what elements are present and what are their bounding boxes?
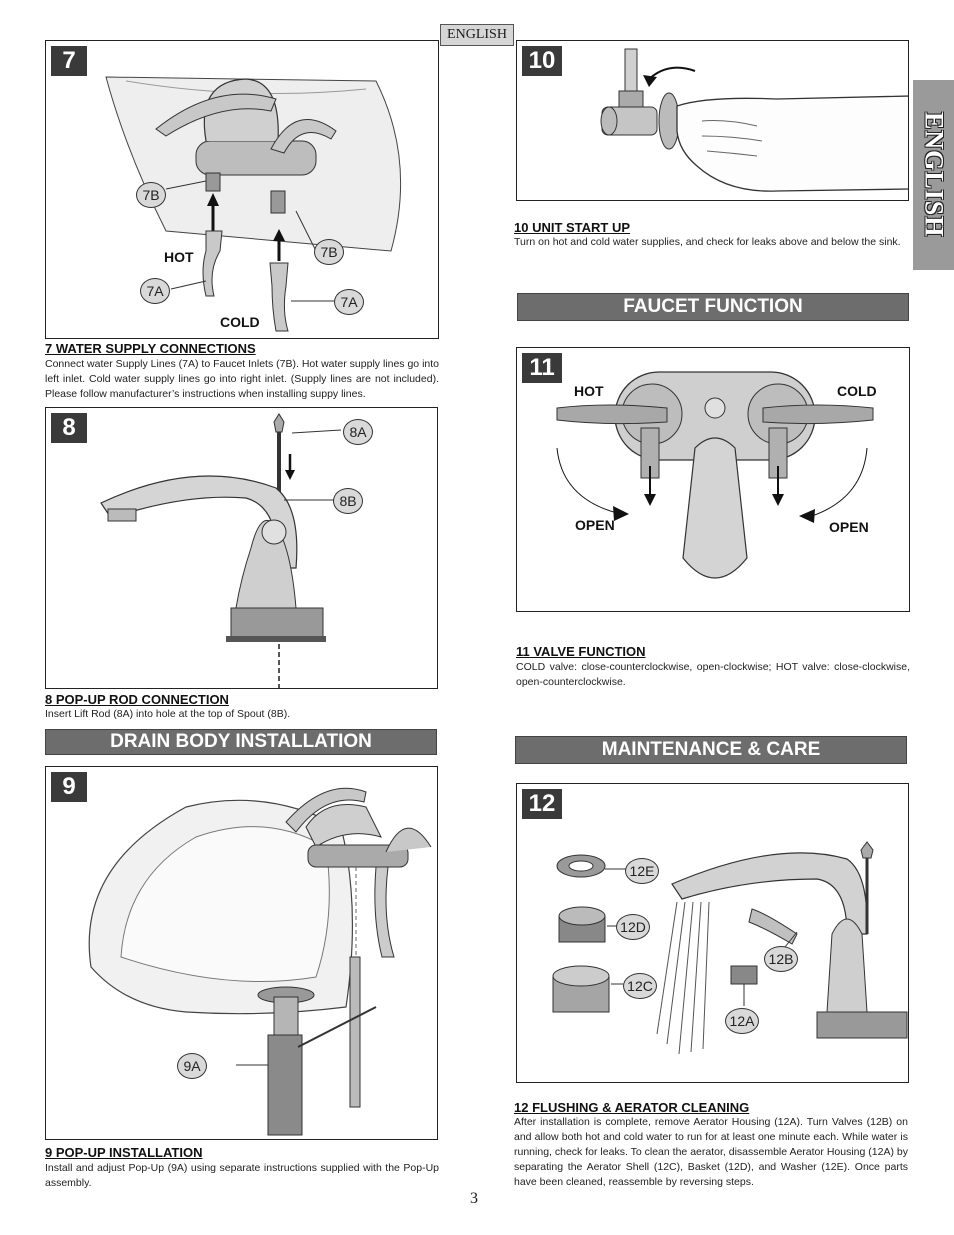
cold-label: COLD: [220, 314, 260, 330]
language-tab: ENGLISH: [440, 24, 514, 46]
step-8-text: Insert Lift Rod (8A) into hole at the to…: [45, 708, 291, 720]
callout-12a: 12A: [725, 1008, 759, 1034]
step-10-panel: 10: [516, 40, 909, 201]
callout-12b: 12B: [764, 946, 798, 972]
step-7-panel: 7 7B 7B 7A 7A HOT COLD: [45, 40, 439, 339]
maintenance-care-banner: MAINTENANCE & CARE: [515, 736, 907, 764]
step-12-number: 12: [522, 789, 562, 819]
open-label-left: OPEN: [575, 517, 615, 533]
step-7-title: 7 WATER SUPPLY CONNECTIONS: [45, 341, 256, 356]
step-11-text: COLD valve: close-counterclockwise, open…: [516, 661, 910, 688]
step-11-title: 11 VALVE FUNCTION: [516, 644, 646, 659]
callout-8a: 8A: [343, 419, 373, 445]
callout-7b-left: 7B: [136, 182, 166, 208]
step-12-title: 12 FLUSHING & AERATOR CLEANING: [514, 1100, 750, 1115]
step-10-text: Turn on hot and cold water supplies, and…: [514, 236, 901, 248]
faucet-supply-illustration: [105, 76, 402, 332]
lift-rod-illustration: [100, 413, 342, 688]
hot-label: HOT: [164, 249, 194, 265]
step-12-text: After installation is complete, remove A…: [514, 1116, 908, 1188]
step-10-number: 10: [522, 46, 562, 76]
callout-7a-right: 7A: [334, 289, 364, 315]
step-8-title: 8 POP-UP ROD CONNECTION: [45, 692, 229, 707]
hot-label: HOT: [574, 383, 604, 399]
shutoff-valve-hand-illustration: [600, 48, 908, 192]
step-9-number: 9: [51, 772, 87, 802]
step-7-number: 7: [51, 46, 87, 76]
aerator-cleaning-illustration: [552, 841, 908, 1055]
step-9-panel: 9 9A: [45, 766, 438, 1140]
step-11-number: 11: [522, 353, 562, 383]
page-number: 3: [470, 1190, 478, 1207]
valve-function-illustration: [556, 371, 874, 579]
drain-body-installation-banner: DRAIN BODY INSTALLATION: [45, 729, 437, 755]
callout-7b-right: 7B: [314, 239, 344, 265]
open-label-right: OPEN: [829, 519, 869, 535]
side-language-tab: ENGLISH: [913, 80, 954, 270]
cold-label: COLD: [837, 383, 877, 399]
callout-12c: 12C: [623, 973, 657, 999]
callout-9a: 9A: [177, 1053, 207, 1079]
step-7-text: Connect water Supply Lines (7A) to Fauce…: [45, 358, 439, 400]
callout-12d: 12D: [616, 914, 650, 940]
step-9-text: Install and adjust Pop-Up (9A) using sep…: [45, 1162, 439, 1189]
faucet-function-banner: FAUCET FUNCTION: [517, 293, 909, 321]
step-11-panel: 11 HOT COLD OPEN OPEN: [516, 347, 910, 612]
step-8-panel: 8 8A 8B: [45, 407, 438, 689]
callout-7a-left: 7A: [140, 278, 170, 304]
callout-12e: 12E: [625, 858, 659, 884]
step-9-title: 9 POP-UP INSTALLATION: [45, 1145, 203, 1160]
step-10-title: 10 UNIT START UP: [514, 220, 631, 235]
popup-drain-illustration: [88, 787, 432, 1136]
step-8-number: 8: [51, 413, 87, 443]
callout-8b: 8B: [333, 488, 363, 514]
step-12-panel: 12 12E 12D 12C 12B 12A: [516, 783, 909, 1083]
